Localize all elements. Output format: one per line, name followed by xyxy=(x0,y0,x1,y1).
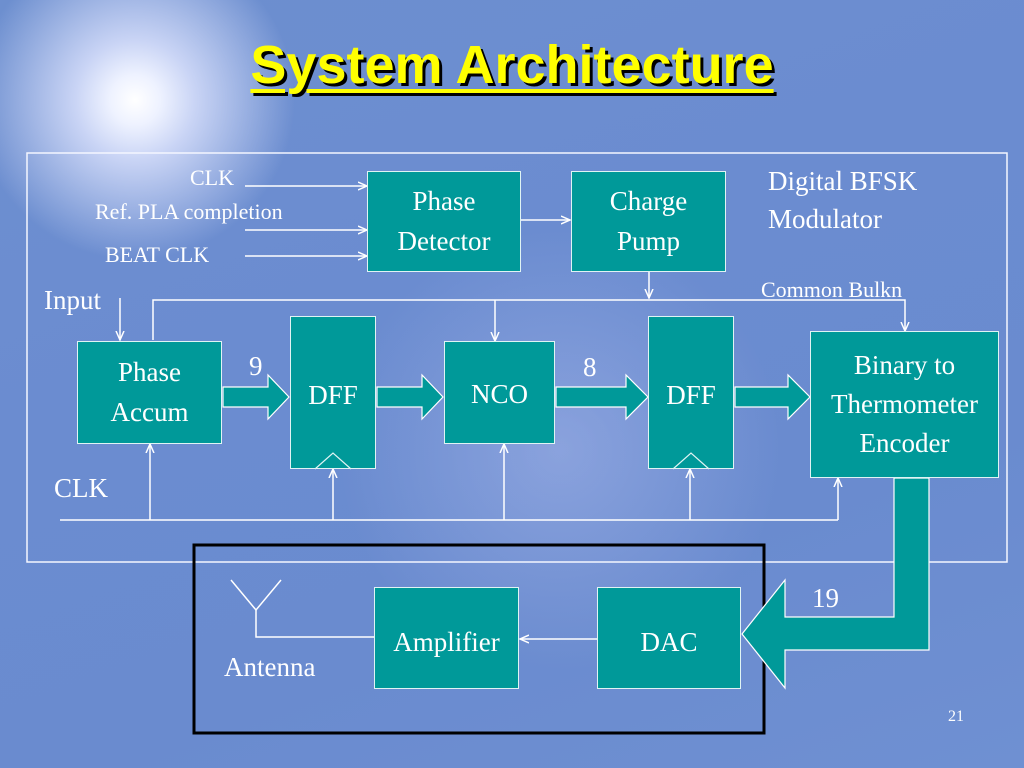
nco-label: NCO xyxy=(470,379,528,409)
antenna-icon xyxy=(230,579,282,612)
charge-pump-block: Charge Pump xyxy=(571,171,726,272)
clk-main-label: CLK xyxy=(54,473,108,503)
phase-accum-block: Phase Accum xyxy=(77,341,222,444)
bus-width-8: 8 xyxy=(583,352,597,382)
bus-arrow-nco-dff xyxy=(555,373,649,421)
charge-pump-label: Charge Pump xyxy=(609,186,688,256)
encoder-label: Binary to Thermometer Encoder xyxy=(831,349,978,459)
ref-pla-label: Ref. PLA completion xyxy=(95,199,283,224)
amplifier-block: Amplifier xyxy=(374,587,519,689)
diagram-caption: Digital BFSK Modulator xyxy=(768,163,988,239)
amp-to-antenna-line xyxy=(255,610,374,638)
common-bulkn-label: Common Bulkn xyxy=(761,277,903,302)
phase-detector-block: Phase Detector xyxy=(367,171,521,272)
bus-width-9: 9 xyxy=(249,351,263,381)
bus-arrow-dff-encoder xyxy=(734,373,811,421)
phase-accum-label: Phase Accum xyxy=(110,357,189,427)
input-label: Input xyxy=(44,285,101,315)
modulator-frame xyxy=(26,152,1008,563)
bus-arrow-encoder-dac xyxy=(741,477,930,690)
bus-arrow-accum-dff xyxy=(222,373,290,421)
antenna-label: Antenna xyxy=(224,652,316,682)
phase-detector-label: Phase Detector xyxy=(397,186,491,256)
clk-input-label: CLK xyxy=(190,165,234,190)
bus-arrow-dff-nco xyxy=(376,373,444,421)
dff-2-label: DFF xyxy=(666,380,716,410)
dff-1-label: DFF xyxy=(308,380,358,410)
feedback-bus xyxy=(152,299,905,340)
dff-block-2: DFF xyxy=(648,316,734,469)
dac-block: DAC xyxy=(597,587,741,689)
dac-label: DAC xyxy=(640,627,698,657)
bus-width-19: 19 xyxy=(812,583,839,613)
diagram-caption-text: Digital BFSK Modulator xyxy=(768,166,918,234)
dff-block-1: DFF xyxy=(290,316,376,469)
beat-clk-label: BEAT CLK xyxy=(105,242,210,267)
amplifier-label: Amplifier xyxy=(393,627,500,657)
slide-title: System Architecture xyxy=(250,35,774,95)
encoder-block: Binary to Thermometer Encoder xyxy=(810,331,999,478)
page-number: 21 xyxy=(948,708,964,725)
nco-block: NCO xyxy=(444,341,555,444)
